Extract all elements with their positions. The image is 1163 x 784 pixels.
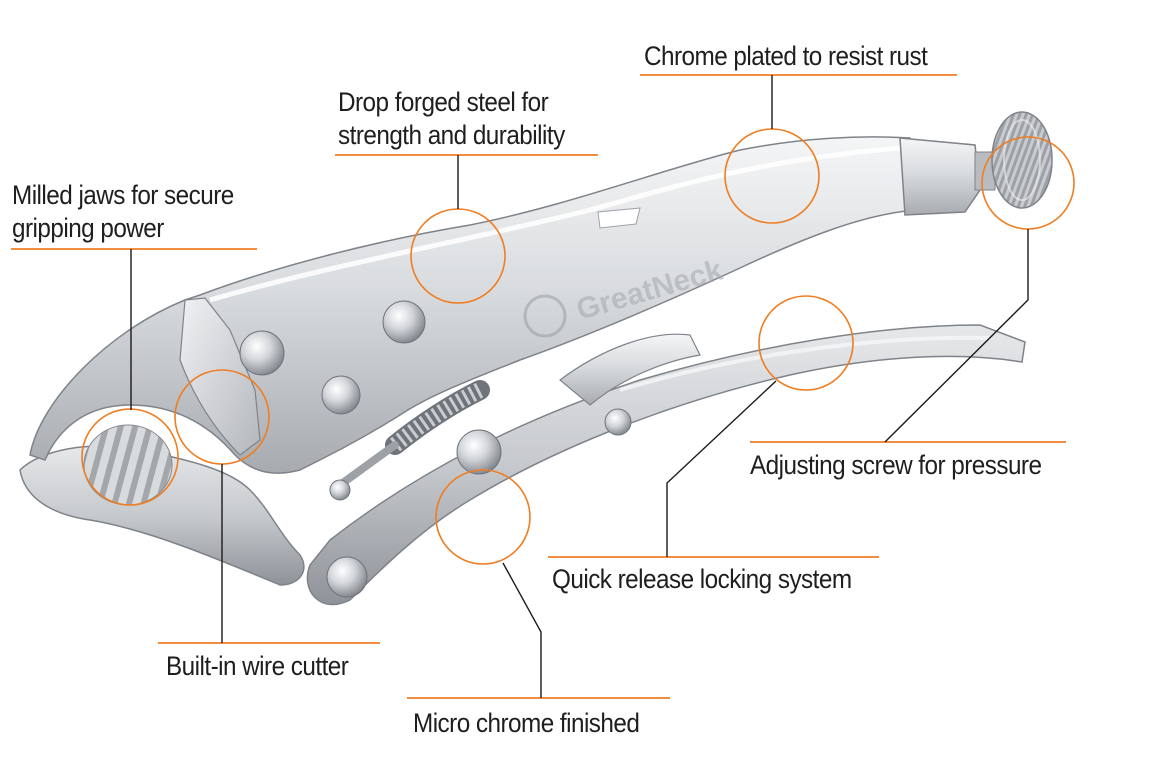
highlight-release <box>758 295 854 391</box>
callout-cutter-line-1: Built-in wire cutter <box>166 651 349 681</box>
callout-jaws-line-2: gripping power <box>12 213 164 243</box>
adjusting-screw <box>974 111 1053 209</box>
callout-release: Quick release locking system <box>552 563 852 596</box>
callout-chrome-line-1: Chrome plated to resist rust <box>644 41 928 71</box>
leader-micro <box>502 562 542 698</box>
highlight-micro <box>435 469 531 565</box>
callout-chrome: Chrome plated to resist rust <box>644 40 928 73</box>
callout-jaws-line-1: Milled jaws for secure <box>12 180 234 210</box>
locking-pliers: GreatNeck <box>19 111 1053 606</box>
callout-forged-line-2: strength and durability <box>338 120 565 150</box>
callout-cutter: Built-in wire cutter <box>166 650 349 683</box>
callout-micro-line-1: Micro chrome finished <box>413 708 640 738</box>
label-underlines <box>11 74 1066 699</box>
leader-release <box>666 380 777 557</box>
callout-release-line-1: Quick release locking system <box>552 564 852 594</box>
release-lever <box>559 333 701 406</box>
rivets <box>239 300 632 598</box>
callout-forged-line-1: Drop forged steel for <box>338 87 549 117</box>
side-plate <box>179 297 261 456</box>
callout-jaws: Milled jaws for secure gripping power <box>12 179 234 245</box>
leader-screw <box>884 229 1029 443</box>
highlight-jaws <box>81 408 179 506</box>
adjusting-barrel <box>899 137 981 216</box>
callout-micro: Micro chrome finished <box>413 707 640 740</box>
leader-lines <box>130 75 1029 698</box>
callout-screw-line-1: Adjusting screw for pressure <box>750 450 1042 480</box>
tension-spring <box>336 380 490 489</box>
callout-screw: Adjusting screw for pressure <box>750 449 1042 482</box>
callout-forged: Drop forged steel for strength and durab… <box>338 86 565 152</box>
